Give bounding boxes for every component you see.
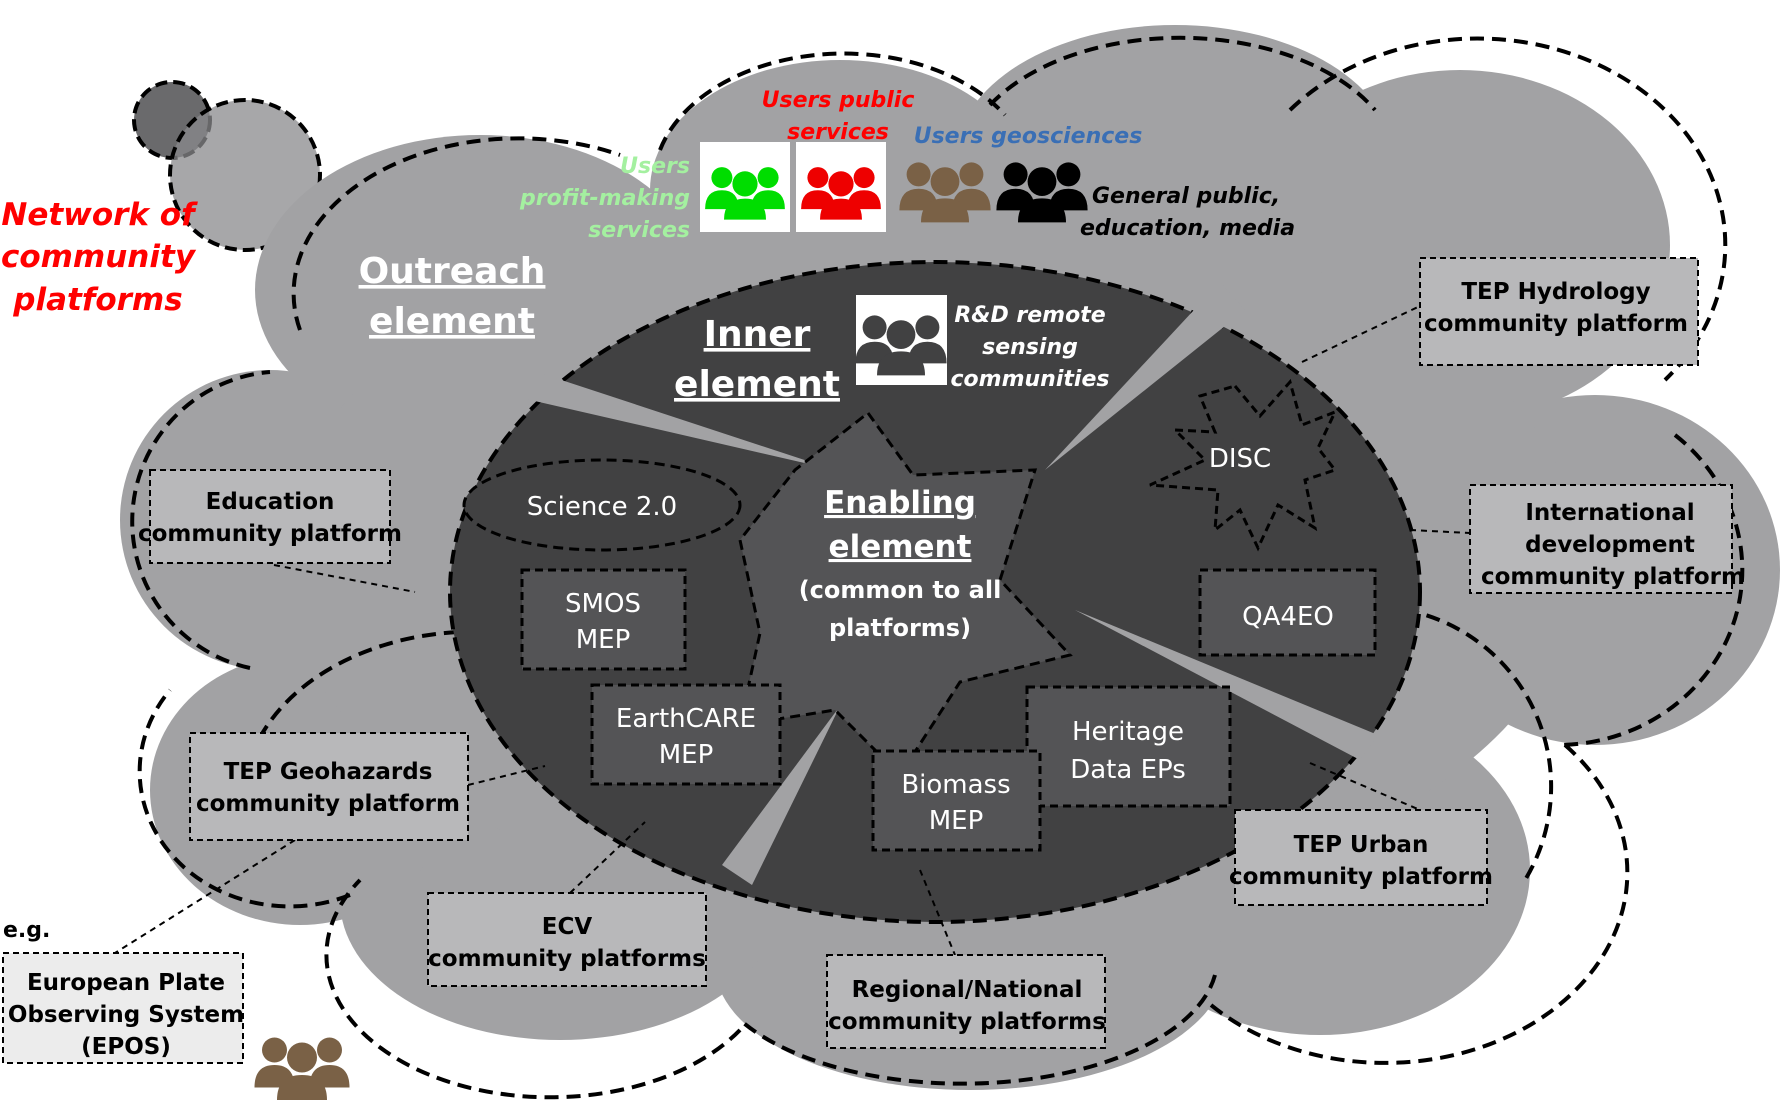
earthcare-box: [590, 683, 782, 786]
rd-communities-label: R&D remote sensing communities: [951, 303, 1110, 392]
platform-ecv-box: [427, 892, 707, 987]
smos-label: SMOS: [565, 589, 641, 619]
svg-text:MEP: MEP: [659, 740, 714, 770]
svg-text:communities: communities: [951, 367, 1110, 392]
svg-text:community platforms: community platforms: [428, 946, 706, 972]
svg-text:community platform: community platform: [1481, 564, 1745, 590]
svg-text:Observing System: Observing System: [8, 1002, 244, 1028]
svg-text:community platform: community platform: [1229, 864, 1493, 890]
science-ellipse: [462, 458, 742, 552]
svg-text:Users public: Users public: [762, 88, 915, 113]
svg-text:community platform: community platform: [196, 791, 460, 817]
svg-text:education, media: education, media: [1080, 216, 1295, 241]
svg-text:MEP: MEP: [929, 806, 984, 836]
svg-text:European Plate: European Plate: [27, 970, 225, 996]
network-title: Network of community platforms: [1, 197, 198, 318]
platform-geohazards-label: TEP Geohazards: [224, 759, 433, 785]
connector-lines: [114, 305, 1471, 956]
svg-text:(common to all: (common to all: [799, 576, 1002, 604]
example-label: e.g.: [3, 918, 50, 943]
svg-text:community platforms: community platforms: [828, 1009, 1106, 1035]
epos-label: European Plate Observing System (EPOS): [8, 970, 244, 1060]
earthcare-label: EarthCARE: [616, 704, 756, 734]
svg-text:Enabling: Enabling: [824, 485, 976, 521]
svg-text:element: element: [674, 364, 840, 405]
platform-regional-box: [826, 954, 1106, 1049]
platform-intl-label: International: [1525, 500, 1694, 526]
svg-text:Data EPs: Data EPs: [1070, 755, 1186, 785]
platform-urban-label: TEP Urban: [1294, 832, 1429, 858]
svg-text:element: element: [829, 529, 972, 565]
svg-text:community: community: [1, 239, 197, 275]
svg-text:(EPOS): (EPOS): [81, 1034, 171, 1060]
people-brown-icon: [254, 1037, 350, 1100]
users-profit-label: Users profit-making services: [519, 154, 690, 243]
svg-text:community platform: community platform: [1424, 311, 1688, 337]
heritage-box: [1025, 685, 1232, 808]
enabling-beams: [455, 282, 1378, 885]
platform-regional-label: Regional/National: [852, 977, 1083, 1003]
network-bubbles: [132, 80, 322, 252]
users-icons: [700, 142, 1088, 232]
platform-hydrology-label: TEP Hydrology: [1461, 279, 1650, 305]
svg-text:General public,: General public,: [1092, 184, 1280, 209]
svg-text:services: services: [787, 120, 889, 145]
disc-starburst: [1149, 378, 1338, 552]
svg-text:platforms: platforms: [12, 282, 182, 318]
svg-text:development: development: [1525, 532, 1695, 558]
svg-text:MEP: MEP: [576, 625, 631, 655]
svg-text:community platform: community platform: [138, 521, 402, 547]
platform-education-box: [149, 469, 391, 564]
epos-box: [2, 952, 244, 1064]
svg-text:element: element: [369, 301, 535, 342]
disc-label: DISC: [1209, 444, 1271, 474]
smos-box: [520, 568, 687, 671]
general-public-label: General public, education, media: [1080, 184, 1295, 241]
biomass-label: Biomass: [901, 770, 1010, 800]
users-geosciences-label: Users geosciences: [914, 124, 1143, 149]
platform-intl-box: [1469, 484, 1733, 594]
platform-education-label: Education: [206, 489, 335, 515]
svg-text:profit-making: profit-making: [519, 186, 690, 211]
science-label: Science 2.0: [527, 492, 677, 522]
svg-text:platforms): platforms): [829, 614, 971, 642]
enabling-element-label: Enabling element (common to all platform…: [799, 485, 1002, 642]
svg-text:R&D remote: R&D remote: [954, 303, 1105, 328]
platform-hydrology-box: [1419, 257, 1699, 366]
qa4eo-label: QA4EO: [1242, 602, 1334, 632]
svg-text:services: services: [588, 218, 690, 243]
platform-geohazards-box: [189, 732, 469, 841]
svg-text:sensing: sensing: [982, 335, 1078, 360]
heritage-label: Heritage: [1072, 717, 1184, 747]
svg-text:Network of: Network of: [1, 197, 198, 233]
users-public-label: Users public services: [762, 88, 915, 145]
biomass-box: [871, 749, 1042, 852]
svg-text:Users: Users: [620, 154, 690, 179]
outreach-element-label: Outreach element: [359, 251, 546, 342]
svg-text:Outreach: Outreach: [359, 251, 546, 292]
qa4eo-box: [1198, 568, 1377, 657]
platform-ecv-label: ECV: [542, 914, 593, 940]
svg-text:Inner: Inner: [704, 314, 811, 355]
inner-element-label: Inner element: [674, 314, 840, 405]
platform-urban-box: [1234, 809, 1488, 906]
